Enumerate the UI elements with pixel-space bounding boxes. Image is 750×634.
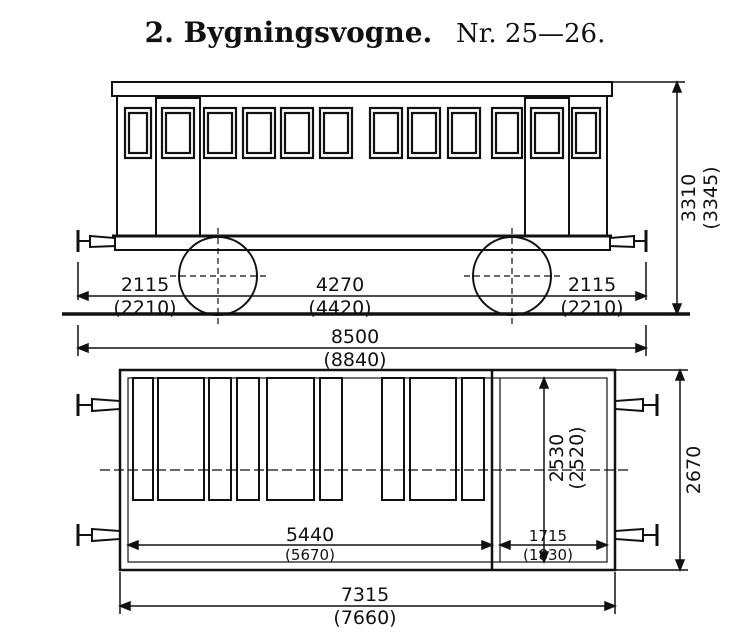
dim-total-length: 8500 bbox=[331, 326, 379, 348]
buffers-side bbox=[76, 230, 648, 252]
plan-view bbox=[76, 368, 659, 572]
dim-inner-width: 2530 bbox=[546, 434, 568, 482]
dim-body-length: 7315 bbox=[341, 584, 389, 606]
dim-end-right-alt: (2210) bbox=[560, 297, 623, 319]
page-title: 2. Bygningsvogne. Nr. 25—26. bbox=[0, 16, 750, 49]
dim-wheelbase-alt: (4420) bbox=[308, 297, 371, 319]
dim-compartment-main: 5440 bbox=[286, 524, 334, 546]
dim-end-left-alt: (2210) bbox=[113, 297, 176, 319]
dim-compartment-small-alt: (1830) bbox=[523, 546, 573, 564]
side-dimension-lines bbox=[75, 79, 685, 356]
title-number: 2. bbox=[144, 16, 174, 49]
underframe bbox=[114, 235, 611, 251]
buffers-plan bbox=[76, 394, 659, 546]
dim-inner-width-alt: (2520) bbox=[566, 426, 588, 489]
title-sub: Nr. 25—26. bbox=[456, 19, 606, 49]
dim-wheelbase: 4270 bbox=[316, 274, 364, 296]
title-name: Bygningsvogne. bbox=[183, 16, 433, 49]
benches bbox=[132, 377, 485, 501]
dim-total-length-alt: (8840) bbox=[323, 349, 386, 371]
dim-outer-width: 2670 bbox=[683, 446, 705, 494]
side-view bbox=[62, 81, 690, 325]
dim-end-right: 2115 bbox=[568, 274, 616, 296]
dim-height: 3310 bbox=[678, 174, 700, 222]
plan-dimension-lines bbox=[117, 367, 688, 614]
dim-compartment-small: 1715 bbox=[529, 527, 567, 545]
dim-end-left: 2115 bbox=[121, 274, 169, 296]
dim-compartment-main-alt: (5670) bbox=[285, 546, 335, 564]
roof bbox=[111, 81, 613, 97]
dim-body-length-alt: (7660) bbox=[333, 607, 396, 629]
window-row bbox=[123, 106, 602, 160]
dim-height-alt: (3345) bbox=[700, 166, 722, 229]
